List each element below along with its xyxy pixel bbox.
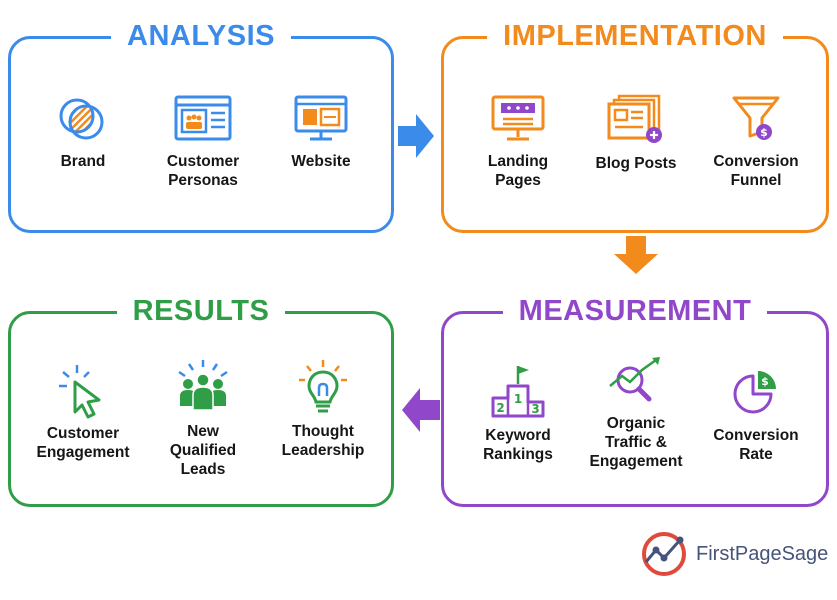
arrow-down-icon (614, 236, 658, 274)
organic-traffic-label: Organic Traffic & Engagement (589, 415, 683, 470)
keyword-rankings-label: Keyword Rankings (483, 427, 553, 463)
results-panel: RESULTS Customer Engagement New Qualifie… (8, 293, 394, 507)
brand-circles-icon (59, 98, 104, 140)
funnel-icon: $ (732, 96, 780, 140)
implementation-item-conversion-funnel: $ Conversion Funnel (694, 94, 818, 190)
conversion-rate-label: Conversion Rate (713, 427, 799, 463)
analysis-title: ANALYSIS (111, 18, 291, 54)
blog-posts-label: Blog Posts (595, 155, 677, 172)
website-label: Website (291, 153, 351, 170)
conversion-funnel-label: Conversion Funnel (713, 153, 799, 189)
implementation-panel: IMPLEMENTATION Landing Pages (441, 18, 829, 233)
podium-icon: 2 1 3 (491, 366, 545, 418)
brand-label: Brand (60, 153, 106, 170)
magnifier-trend-icon (609, 357, 660, 402)
podium-number-1: 1 (514, 392, 522, 406)
results-item-thought-leadership: Thought Leadership (261, 358, 385, 460)
analysis-item-customer-personas: Customer Personas (141, 94, 265, 190)
persona-browser-icon (174, 95, 232, 141)
analysis-panel: ANALYSIS Brand Cus (8, 18, 394, 233)
measurement-item-keyword-rankings: 2 1 3 Keyword Rankings (456, 362, 580, 464)
customer-personas-label: Customer Personas (166, 153, 240, 189)
website-monitor-icon (294, 95, 348, 141)
thought-leadership-label: Thought Leadership (281, 423, 365, 459)
implementation-item-blog-posts: Blog Posts (574, 94, 698, 173)
results-item-customer-engagement: Customer Engagement (21, 362, 145, 462)
cursor-click-icon (59, 365, 101, 419)
measurement-item-organic-traffic: Organic Traffic & Engagement (574, 354, 698, 471)
new-qualified-leads-label: New Qualified Leads (169, 423, 237, 478)
lightbulb-icon (299, 360, 347, 413)
podium-number-3: 3 (531, 402, 539, 416)
podium-number-2: 2 (496, 401, 504, 415)
pie-dollar-icon: $ (733, 371, 776, 414)
implementation-item-landing-pages: Landing Pages (456, 94, 580, 190)
analysis-item-brand: Brand (21, 94, 145, 171)
landing-pages-label: Landing Pages (487, 153, 549, 189)
measurement-item-conversion-rate: $ Conversion Rate (694, 368, 818, 464)
arrow-left-icon (402, 388, 440, 432)
customer-engagement-label: Customer Engagement (36, 425, 130, 461)
logo-mark-icon (642, 532, 686, 576)
blog-posts-icon (607, 94, 662, 143)
firstpagesage-logo: FirstPageSage (640, 528, 828, 580)
logo-text: FirstPageSage (696, 543, 829, 565)
svg-text:$: $ (760, 126, 768, 139)
implementation-title: IMPLEMENTATION (487, 18, 783, 54)
measurement-panel: MEASUREMENT 2 1 3 Keyword Rankings Organ… (441, 293, 829, 507)
arrow-right-icon (398, 114, 434, 158)
results-item-new-qualified-leads: New Qualified Leads (141, 358, 265, 479)
people-group-icon (178, 360, 228, 411)
results-title: RESULTS (116, 293, 286, 329)
analysis-item-website: Website (259, 94, 383, 171)
svg-text:$: $ (761, 375, 769, 388)
landing-page-icon (491, 95, 545, 141)
measurement-title: MEASUREMENT (502, 293, 768, 329)
